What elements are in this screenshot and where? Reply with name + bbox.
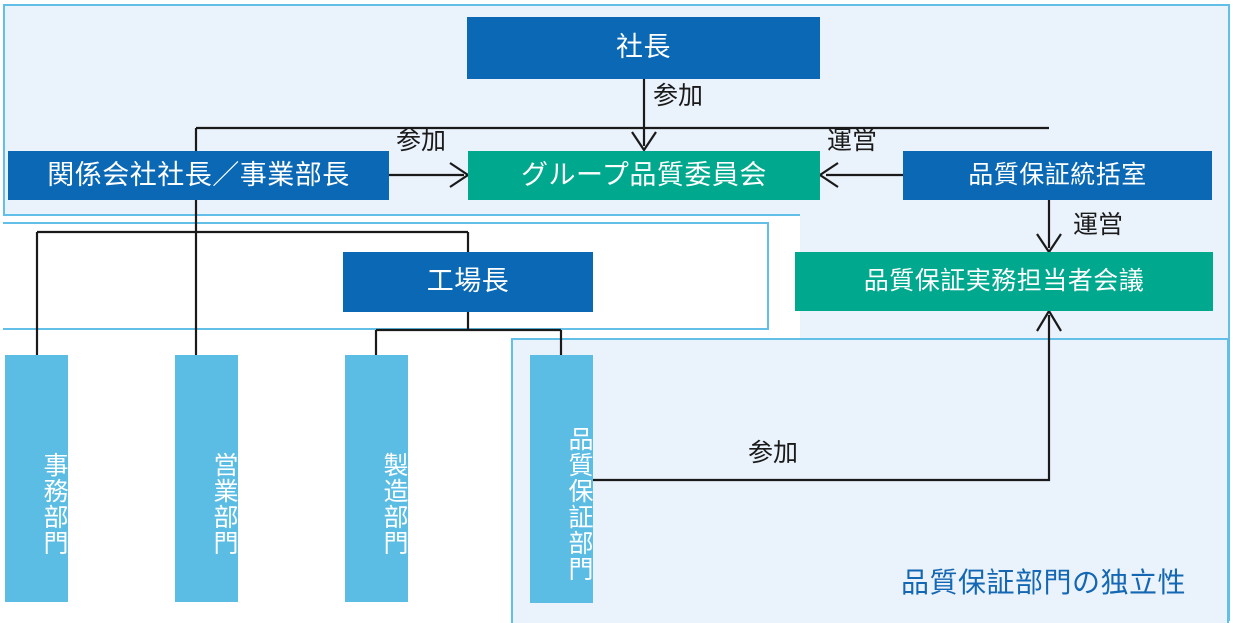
node-president[interactable]: 社長 (467, 17, 820, 79)
node-department-manufacturing[interactable]: 製造部門 (345, 355, 408, 602)
caption-qa-independence: 品質保証部門の独立性 (901, 567, 1187, 598)
node-qa-practitioners-meeting[interactable]: 品質保証実務担当者会議 (795, 252, 1213, 311)
node-group-quality-committee[interactable]: グループ品質委員会 (468, 151, 820, 200)
node-plant-manager[interactable]: 工場長 (343, 252, 593, 312)
edge-label-president-join: 参加 (653, 82, 704, 110)
edge-label-qa-office-operates-committee: 運営 (827, 127, 878, 155)
edge-label-affiliates-join: 参加 (396, 127, 447, 155)
edge-label-qa-office-operates-meeting: 運営 (1073, 211, 1124, 239)
node-department-administration[interactable]: 事務部門 (5, 355, 68, 602)
node-qa-general-office[interactable]: 品質保証統括室 (903, 151, 1212, 200)
node-department-sales[interactable]: 営業部門 (175, 355, 238, 602)
edge-label-qa-department-join: 参加 (748, 439, 799, 467)
node-affiliate-presidents[interactable]: 関係会社社長／事業部長 (8, 151, 389, 200)
node-department-quality-assurance[interactable]: 品質保証部門 (530, 355, 593, 603)
